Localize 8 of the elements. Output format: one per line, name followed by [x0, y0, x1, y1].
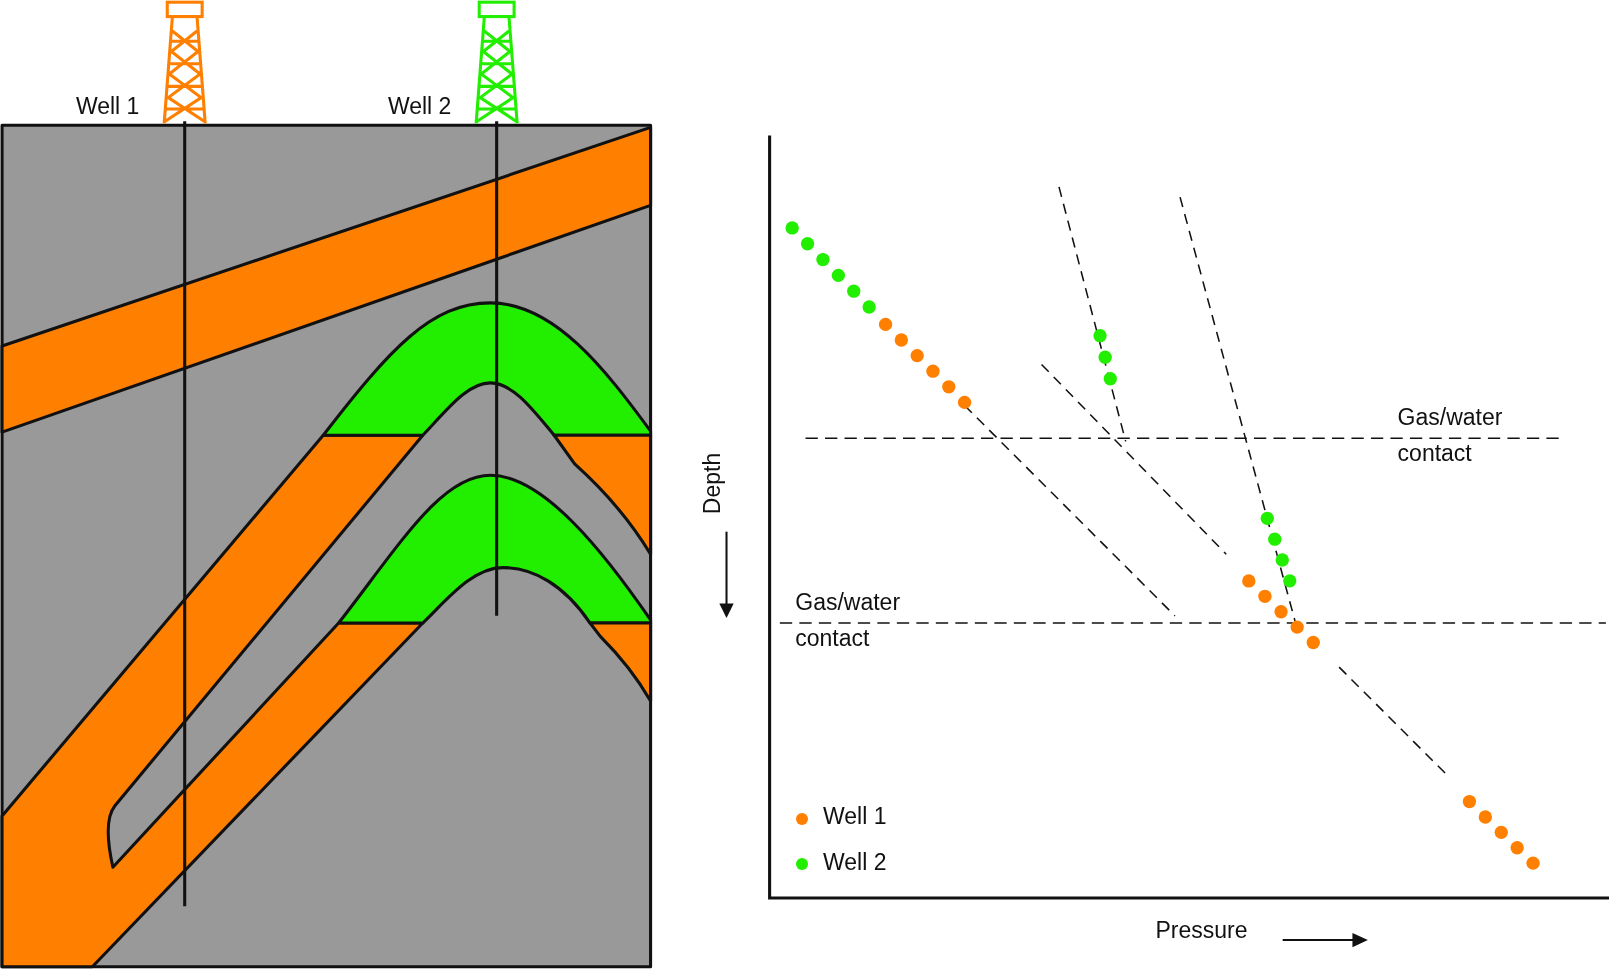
well-label: Well 2 — [387, 92, 453, 122]
well-label: Well 1 — [75, 92, 141, 122]
axis-title: Pressure — [1155, 916, 1249, 946]
contact-label: Gas/water contact — [795, 587, 902, 653]
legend-label: Well 2 — [822, 847, 888, 877]
axis-title: Depth — [699, 452, 727, 515]
contact-label: Gas/water contact — [1397, 403, 1504, 468]
legend-label: Well 1 — [822, 802, 888, 832]
